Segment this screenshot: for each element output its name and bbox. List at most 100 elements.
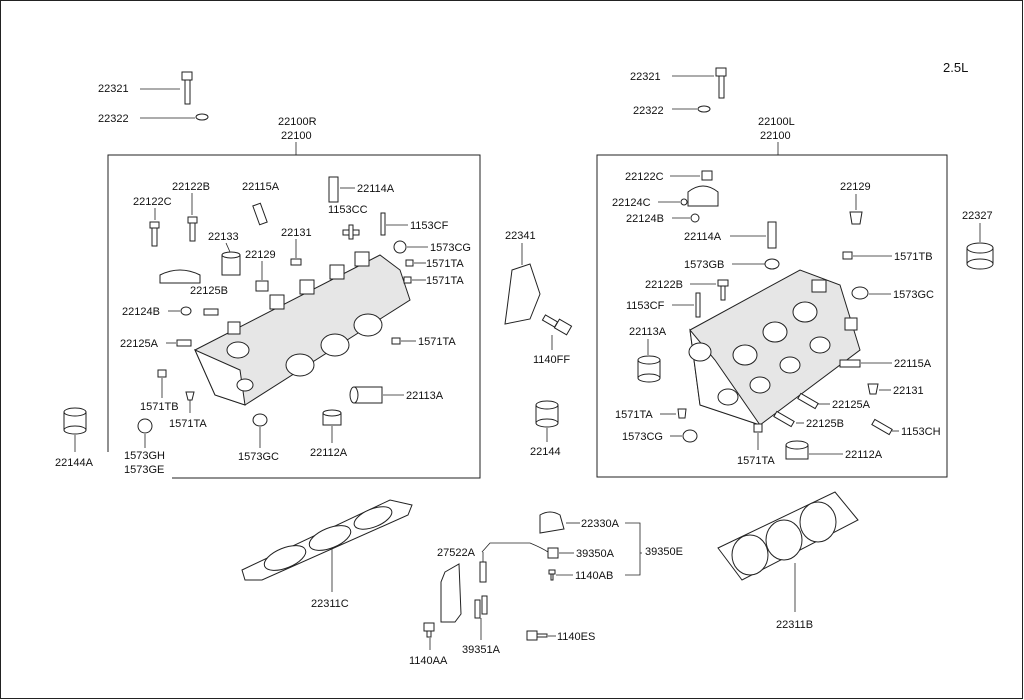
part-1571TA-right-3[interactable] [391, 337, 401, 345]
part-22124C[interactable] [680, 198, 688, 206]
part-1571TB-right[interactable] [157, 369, 167, 378]
part-22327[interactable] [966, 242, 994, 270]
label-39351A: 39351A [462, 644, 501, 656]
part-22125B-right[interactable] [203, 308, 219, 316]
part-22122B-left[interactable] [717, 279, 729, 301]
part-22115A-left[interactable] [839, 359, 861, 368]
bracket-1140AA[interactable] [440, 563, 462, 623]
label-1571TA-right-4: 1571TA [169, 418, 207, 430]
label-22131-left: 22131 [893, 385, 924, 397]
label-22125B-right: 22125B [190, 285, 228, 297]
part-1571TA-left-1[interactable] [677, 408, 687, 419]
part-22144[interactable] [535, 400, 559, 428]
part-1571TA-right-4[interactable] [185, 391, 195, 401]
bolt-1140ES[interactable] [526, 630, 548, 641]
label-1140FF: 1140FF [533, 354, 570, 366]
sensor-39350A[interactable] [547, 547, 559, 559]
cylinder-head-right[interactable] [194, 251, 411, 406]
camshaft-cap-left[interactable] [687, 185, 719, 207]
part-1571TA-right-1[interactable] [405, 259, 414, 267]
part-1153CF-left[interactable] [695, 292, 701, 318]
bolt-1140AA[interactable] [423, 622, 435, 638]
frame-left-bank [596, 154, 948, 478]
part-22131-left[interactable] [867, 383, 879, 395]
part-1573CG-left[interactable] [682, 429, 698, 443]
washer-22322-left[interactable] [195, 113, 209, 121]
part-22144A[interactable] [63, 407, 87, 435]
part-22125A-left[interactable] [797, 392, 819, 410]
part-22129-left[interactable] [849, 211, 863, 225]
part-1573GC-left[interactable] [851, 286, 869, 300]
bolt-1140AB[interactable] [548, 569, 556, 581]
head-gasket-22311B[interactable] [717, 491, 859, 581]
part-1573CG-right[interactable] [393, 240, 407, 254]
label-1571TB-right: 1571TB [140, 401, 179, 413]
label-22341: 22341 [505, 230, 536, 242]
label-1571TA-left-2: 1571TA [737, 455, 775, 467]
part-1571TA-right-2[interactable] [403, 276, 412, 284]
label-22124C: 22124C [612, 197, 651, 209]
label-22100-left-bank: 22100 [760, 130, 791, 142]
part-22125B-left[interactable] [773, 410, 795, 428]
label-22100R: 22100R [278, 116, 317, 128]
label-22133: 22133 [208, 231, 239, 243]
label-22122B-left: 22122B [645, 279, 683, 291]
label-22114A-left: 22114A [684, 231, 722, 243]
part-22129-right[interactable] [255, 280, 269, 292]
label-1571TA-left-1: 1571TA [615, 409, 653, 421]
part-1153CF-right[interactable] [380, 212, 386, 236]
bolt-22321-left[interactable] [181, 71, 193, 105]
label-22100-right-bank: 22100 [281, 130, 312, 142]
part-22113A-left[interactable] [637, 355, 661, 383]
part-22112A-left[interactable] [785, 440, 809, 460]
label-22115A-right: 22115A [242, 181, 280, 193]
part-22125A-right[interactable] [176, 339, 192, 347]
part-1573GB[interactable] [764, 258, 780, 270]
label-1573CG-right: 1573CG [430, 242, 471, 254]
washer-22322-right[interactable] [697, 105, 711, 113]
label-22144A: 22144A [55, 457, 94, 469]
part-22112A-right[interactable] [322, 409, 342, 426]
label-22113A-left: 22113A [629, 326, 667, 338]
label-22125B-left: 22125B [806, 418, 844, 430]
bolt-22122C-right[interactable] [149, 221, 160, 247]
label-22122C-left: 22122C [625, 171, 664, 183]
cylinder-head-left[interactable] [688, 269, 861, 426]
label-22144: 22144 [530, 446, 561, 458]
label-39350E: 39350E [645, 546, 683, 558]
part-22115A-right[interactable] [252, 202, 268, 226]
bolt-22321-right[interactable] [715, 67, 727, 99]
part-1573GC-right[interactable] [252, 413, 268, 427]
camshaft-cap-right[interactable] [159, 269, 201, 284]
part-22114A-left[interactable] [767, 221, 777, 249]
part-22122C-left[interactable] [701, 170, 713, 181]
part-22124B-right[interactable] [180, 306, 192, 316]
part-22114A-right[interactable] [328, 176, 339, 203]
label-1573GH: 1573GH [124, 450, 165, 462]
bolt-1140FF[interactable] [541, 314, 573, 336]
bracket-22341[interactable] [504, 263, 541, 325]
sensor-22330A[interactable] [539, 511, 565, 534]
part-1571TA-left-2[interactable] [753, 423, 763, 433]
part-1153CH[interactable] [871, 418, 893, 436]
connector-27522A[interactable] [479, 561, 487, 583]
label-22327: 22327 [962, 210, 993, 222]
frame-right-bank [107, 154, 481, 479]
head-gasket-22311C[interactable] [241, 499, 413, 581]
part-22131-right[interactable] [290, 258, 302, 266]
label-22330A: 22330A [581, 518, 620, 530]
bolt-22122B-right[interactable] [187, 216, 198, 242]
label-22321-right: 22321 [630, 71, 661, 83]
label-1153CC: 1153CC [328, 204, 368, 216]
clip-39351A[interactable] [474, 595, 488, 619]
sensor-wire-27522A[interactable] [481, 542, 549, 553]
part-22133[interactable] [221, 251, 241, 276]
label-22124B-left: 22124B [626, 213, 664, 225]
part-22113A-right[interactable] [349, 386, 383, 404]
part-1573GH[interactable] [137, 418, 153, 434]
part-1153CC[interactable] [342, 224, 360, 240]
part-22124B-left[interactable] [690, 213, 700, 223]
part-1571TB-left[interactable] [842, 251, 853, 260]
